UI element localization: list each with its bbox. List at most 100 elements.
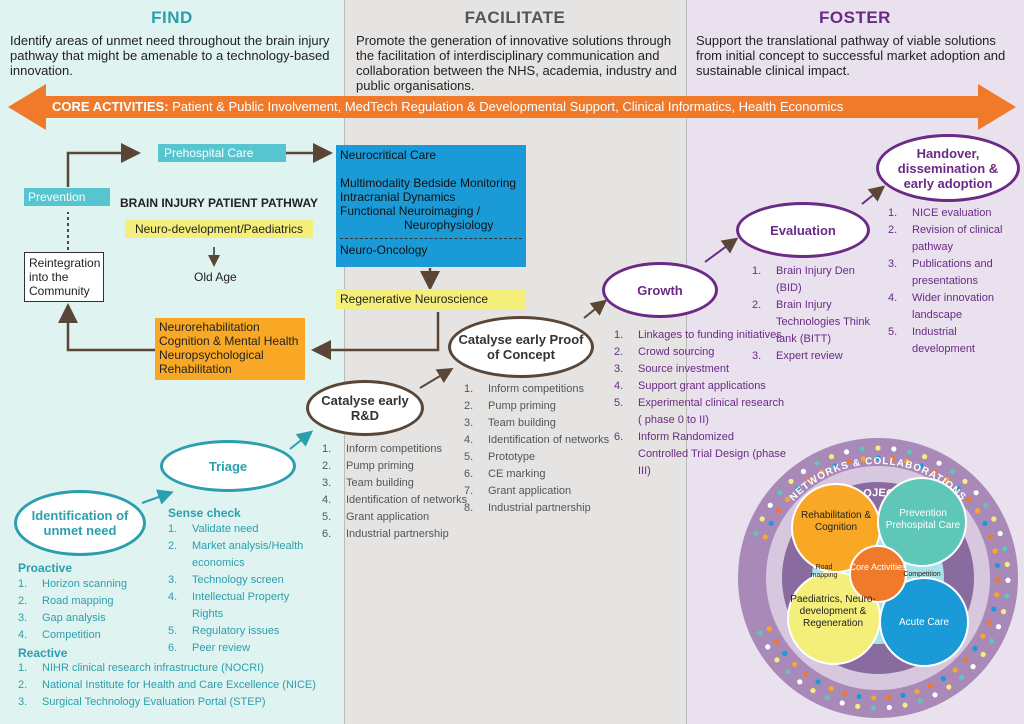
neurodev-box: Neuro-development/Paediatrics	[125, 220, 313, 238]
network-dot	[803, 671, 809, 677]
old-age-label: Old Age	[194, 270, 237, 284]
neurocritical-label: Neurocritical Care	[340, 148, 437, 162]
neuro-oncology-label: Neuro-Oncology	[340, 238, 522, 257]
network-dot	[980, 651, 986, 658]
network-dot	[955, 486, 961, 492]
network-dot	[973, 490, 979, 496]
network-dot	[768, 520, 774, 527]
network-dot	[753, 530, 759, 537]
network-dot	[886, 704, 892, 711]
network-dot	[773, 638, 779, 645]
network-dot	[843, 449, 850, 455]
network-dot	[810, 687, 816, 694]
network-dot	[946, 684, 952, 690]
triage-oval: Triage	[160, 440, 296, 492]
network-dot	[949, 468, 956, 475]
network-dot	[891, 446, 897, 452]
network-dot	[777, 490, 783, 496]
growth-oval: Growth	[602, 262, 718, 318]
neurophysiology-label: Neurophysiology	[404, 218, 494, 232]
network-dot	[806, 477, 812, 483]
core-label: Core Activities	[849, 562, 907, 572]
regenerative-box: Regenerative Neuroscience	[336, 289, 526, 309]
proactive-title: Proactive	[18, 561, 73, 575]
network-dot	[944, 477, 950, 483]
network-dot	[906, 449, 913, 455]
network-dot	[902, 702, 908, 708]
network-dot	[917, 698, 923, 704]
network-dot	[795, 486, 801, 492]
network-dot	[846, 458, 852, 465]
network-dot	[995, 624, 1002, 630]
monitoring-label: Multimodality Bedside Monitoring	[340, 176, 517, 190]
network-dot	[1004, 561, 1010, 568]
identification-oval: Identification of unmet need	[14, 490, 146, 556]
networks-diagram: NETWORKS & COLLABORATIONS PROJECTS	[738, 438, 1018, 718]
evaluation-oval: Evaluation	[736, 202, 870, 258]
catalyse-poc-oval: Catalyse early Proof of Concept	[448, 316, 594, 378]
network-dot	[980, 633, 986, 639]
core-activities-arrow	[8, 84, 1016, 130]
network-dot	[994, 592, 1000, 598]
sense-check-list: 1.Validate need 2.Market analysis/Health…	[168, 523, 304, 654]
competition-label: Competition	[903, 571, 941, 578]
network-dot	[991, 516, 997, 522]
network-dot	[921, 454, 928, 460]
prevention-box: Prevention	[24, 188, 110, 206]
catalyse-rd-oval: Catalyse early R&D	[306, 380, 424, 436]
network-dot	[965, 496, 972, 502]
network-dot	[870, 705, 877, 711]
handover-oval: Handover, dissemination & early adoption	[876, 134, 1020, 202]
core-circle	[849, 545, 907, 603]
network-dot	[757, 630, 763, 636]
network-dot	[989, 638, 995, 644]
network-dot	[842, 690, 848, 696]
network-dot	[832, 463, 838, 469]
rd-list: 1.Inform competitions 2.Pump priming 3.T…	[322, 443, 468, 540]
network-dot	[875, 455, 881, 461]
network-dot	[871, 695, 877, 701]
network-dot	[828, 454, 835, 460]
network-dot	[991, 606, 997, 612]
network-dot	[856, 693, 862, 700]
rehab-label: Rehabilitation & Cognition	[800, 510, 872, 533]
network-dot	[855, 703, 861, 709]
find-title: FIND	[151, 8, 193, 27]
network-dot	[932, 692, 938, 698]
proactive-list: 1.Horizon scanning 2.Road mapping 3.Gap …	[18, 578, 127, 641]
network-dot	[788, 478, 794, 484]
prevention-circle	[877, 477, 967, 567]
network-dot	[972, 645, 978, 652]
handover-list: 1.NICE evaluation 2.Revision of clinical…	[888, 207, 1003, 355]
network-dot	[997, 530, 1003, 537]
network-dot	[914, 688, 920, 695]
find-description: Identify areas of unmet need throughout …	[10, 33, 330, 78]
network-dot	[992, 548, 998, 554]
acute-circle	[879, 577, 969, 667]
network-dot	[918, 463, 924, 469]
reactive-title: Reactive	[18, 646, 68, 660]
network-dot	[1004, 593, 1010, 599]
network-dot	[974, 508, 981, 514]
network-dot	[958, 674, 965, 681]
network-dot	[792, 661, 798, 667]
network-dot	[785, 668, 791, 675]
network-dot	[774, 657, 780, 663]
network-dot	[860, 456, 866, 462]
network-dot	[970, 664, 976, 670]
neuroimaging-label: Functional Neuroimaging /	[340, 204, 481, 218]
acute-label: Acute Care	[898, 617, 950, 628]
paediatrics-label: Paediatrics, Neuro-development & Regener…	[790, 594, 876, 629]
network-dot	[936, 460, 942, 466]
network-dot	[859, 446, 865, 452]
network-dot	[994, 562, 1000, 569]
reintegration-box: Reintegration into the Community	[24, 252, 104, 302]
foster-description: Support the translational pathway of via…	[696, 33, 1006, 78]
prevention-label: Prevention Prehospital Care	[885, 508, 961, 531]
network-dot	[1005, 577, 1011, 583]
network-dot	[765, 644, 771, 650]
network-dot	[995, 577, 1001, 583]
network-dot	[988, 534, 994, 540]
network-dot	[766, 626, 772, 632]
